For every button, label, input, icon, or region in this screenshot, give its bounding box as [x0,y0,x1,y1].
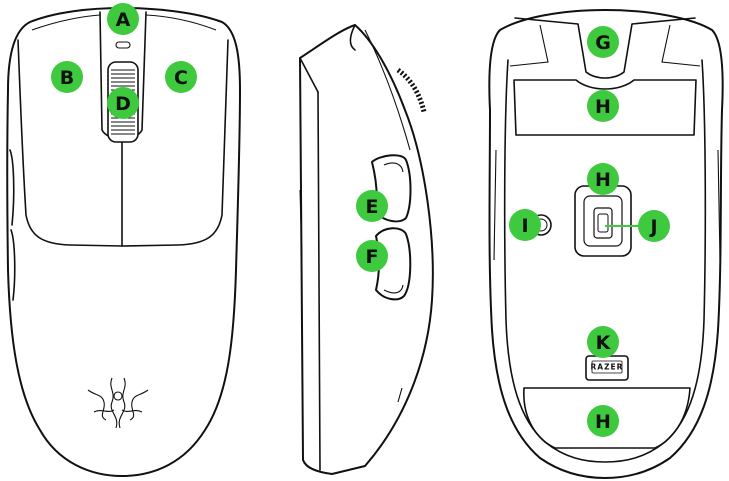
callout-f: F [356,240,388,272]
callout-i-label: I [521,215,528,237]
callout-a-label: A [116,9,131,31]
callout-h-bottom: H [587,405,619,437]
callout-b-label: B [60,67,74,89]
callout-a: A [107,3,139,35]
callout-d-label: D [115,93,131,115]
callout-g-label: G [595,32,611,54]
callout-d: D [107,87,139,119]
callout-f-label: F [366,246,379,268]
callout-b: B [51,61,83,93]
callout-h-top-label: H [595,96,611,118]
razer-badge: RAZER [586,356,628,380]
callout-k-label: K [596,332,612,354]
razer-badge-text: RAZER [591,363,624,372]
callout-g: G [587,26,619,58]
callout-j-label: J [648,216,657,238]
callout-e-label: E [366,196,379,218]
callout-h-top: H [587,90,619,122]
callout-i: I [509,209,541,241]
optical-sensor-icon [575,186,631,256]
callout-e: E [356,190,388,222]
callout-c-label: C [174,67,188,89]
callout-h-bottom-label: H [595,411,611,433]
callout-c: C [165,61,197,93]
mouse-top-view [7,8,240,476]
callout-j: J [638,210,670,242]
callout-h-sensor: H [587,163,619,195]
callout-h-sensor-label: H [595,169,611,191]
callout-k: K [587,326,619,358]
